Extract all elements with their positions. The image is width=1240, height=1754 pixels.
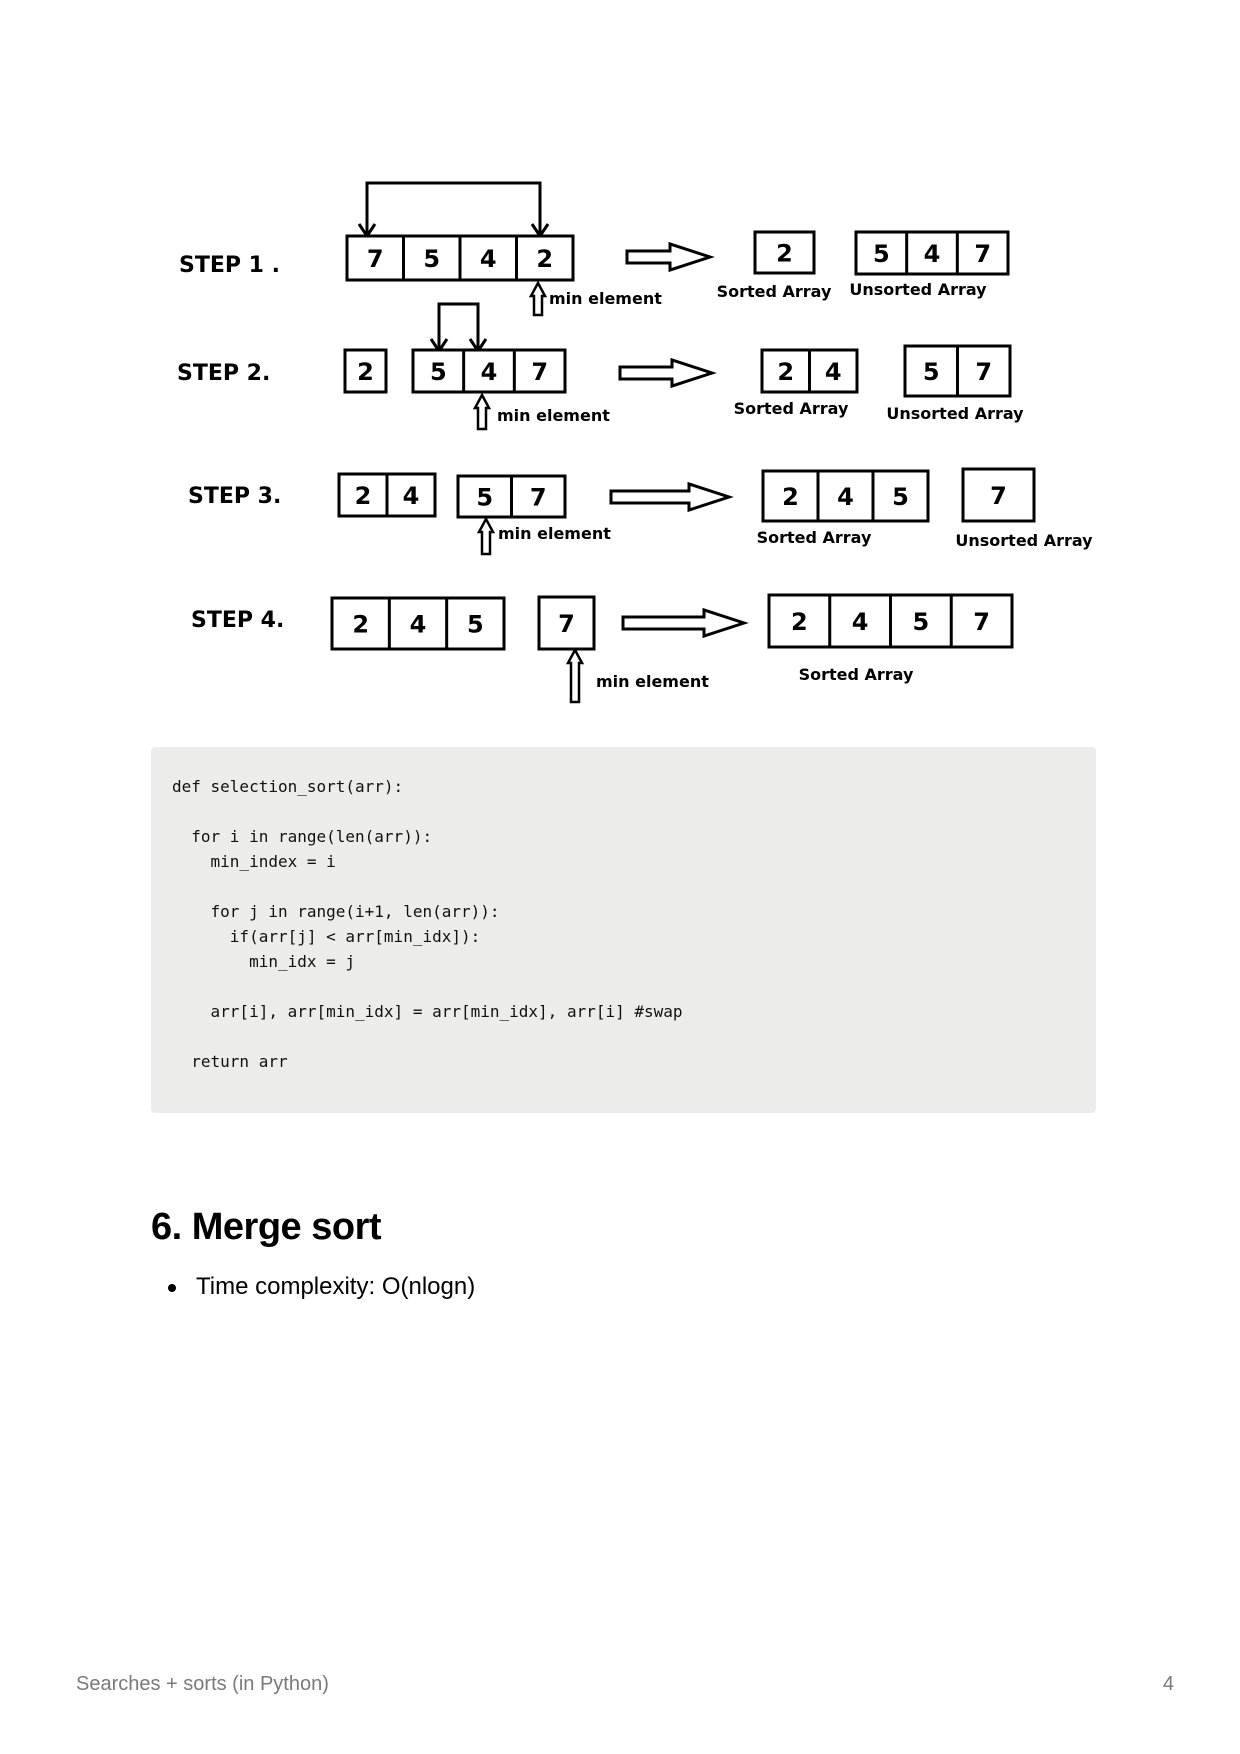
array-box: [537, 595, 596, 651]
list-item-text: Time complexity: O(nlogn): [196, 1273, 476, 1300]
code-block: def selection_sort(arr): for i in range(…: [151, 747, 1096, 1113]
array-value: 4: [403, 482, 420, 510]
sorted-array-label: Sorted Array: [799, 665, 914, 684]
code-line: return arr: [172, 1052, 288, 1071]
unsorted-array-label: Unsorted Array: [886, 404, 1024, 423]
array-value: 7: [530, 484, 547, 512]
array-value: 7: [974, 240, 991, 268]
step-label: STEP 4.: [191, 608, 284, 633]
array-box: [761, 469, 930, 523]
array-value: 5: [467, 611, 484, 639]
bullet-list: Time complexity: O(nlogn): [151, 1270, 475, 1304]
array-value: 7: [973, 608, 990, 636]
min-element-arrow: [476, 516, 496, 556]
array-value: 4: [480, 245, 497, 273]
list-item: Time complexity: O(nlogn): [151, 1270, 475, 1304]
swap-arrow: [357, 181, 550, 239]
bracket-line: [437, 302, 480, 351]
sorted-array: 2 4 5 7: [767, 593, 1014, 649]
array-value: 7: [531, 358, 548, 386]
min-element-label: min element: [497, 406, 610, 425]
array-value: 2: [352, 611, 369, 639]
array-value: 5: [923, 358, 940, 386]
unsorted-array: 5 4 7: [854, 230, 1010, 276]
min-element-arrow: [565, 647, 585, 704]
swap-arrow: [429, 302, 488, 354]
array-value: 4: [924, 240, 941, 268]
array-value: 4: [481, 358, 498, 386]
unsorted-array: 7: [961, 467, 1036, 523]
code-line: for i in range(len(arr)):: [172, 827, 433, 846]
array-box: [330, 596, 506, 651]
sorted-array: 2: [753, 230, 816, 275]
array-value: 7: [975, 358, 992, 386]
min-element-arrow: [528, 280, 548, 317]
array-value: 2: [777, 358, 794, 386]
array-box: [961, 467, 1036, 523]
sorted-array: 2 4 5: [761, 469, 930, 523]
array: 7 5 4 2: [345, 234, 575, 282]
array-value: 2: [791, 608, 808, 636]
code-line: if(arr[j] < arr[min_idx]):: [172, 927, 481, 946]
array-value: 4: [410, 611, 427, 639]
min-element-label: min element: [549, 289, 662, 308]
array: 5 4 7: [411, 348, 567, 394]
sorted-array-label: Sorted Array: [734, 399, 849, 418]
bullet-icon: [168, 1284, 176, 1292]
step-label: STEP 1 .: [179, 253, 280, 278]
array-value: 5: [873, 240, 890, 268]
sorted-array-label: Sorted Array: [717, 282, 832, 301]
array-value: 4: [837, 483, 854, 511]
result-arrow: [621, 607, 749, 639]
unsorted-array-label: Unsorted Array: [849, 280, 987, 299]
page-number: 4: [1162, 1673, 1174, 1695]
min-element-label: min element: [596, 672, 709, 691]
code-line: for j in range(i+1, len(arr)):: [172, 902, 500, 921]
array-value: 2: [355, 482, 372, 510]
array: 2: [343, 348, 388, 394]
array-value: 5: [892, 483, 909, 511]
min-element-label: min element: [498, 524, 611, 543]
array: 7: [537, 595, 596, 651]
array-value: 7: [990, 482, 1007, 510]
array-box: [343, 348, 388, 394]
code-line: min_index = i: [172, 852, 336, 871]
array-box: [411, 348, 567, 394]
result-arrow: [618, 357, 717, 389]
array-value: 2: [782, 483, 799, 511]
array-box: [753, 230, 816, 275]
array-value: 7: [558, 610, 575, 638]
sorted-array-label: Sorted Array: [757, 528, 872, 547]
array-box: [854, 230, 1010, 276]
min-element-arrow: [472, 392, 492, 431]
array-value: 2: [536, 245, 553, 273]
footer-title: Searches + sorts (in Python): [76, 1673, 329, 1695]
code-line: arr[i], arr[min_idx] = arr[min_idx], arr…: [172, 1002, 683, 1021]
array-value: 2: [357, 358, 374, 386]
result-arrow: [625, 241, 715, 273]
code-line: def selection_sort(arr):: [172, 777, 404, 796]
unsorted-array-label: Unsorted Array: [955, 531, 1093, 550]
array-value: 5: [423, 245, 440, 273]
array: 2 4 5: [330, 596, 506, 651]
array-value: 4: [825, 358, 842, 386]
array-value: 2: [776, 240, 793, 268]
result-arrow: [609, 481, 734, 513]
step-label: STEP 3.: [188, 484, 281, 509]
array-value: 5: [913, 608, 930, 636]
code-line: min_idx = j: [172, 952, 356, 971]
step-label: STEP 2.: [177, 361, 270, 386]
array-value: 7: [367, 245, 384, 273]
bracket-line: [365, 181, 542, 236]
array-value: 5: [430, 358, 447, 386]
array-value: 4: [852, 608, 869, 636]
section-heading: 6. Merge sort: [151, 1206, 382, 1248]
array-value: 5: [476, 484, 493, 512]
